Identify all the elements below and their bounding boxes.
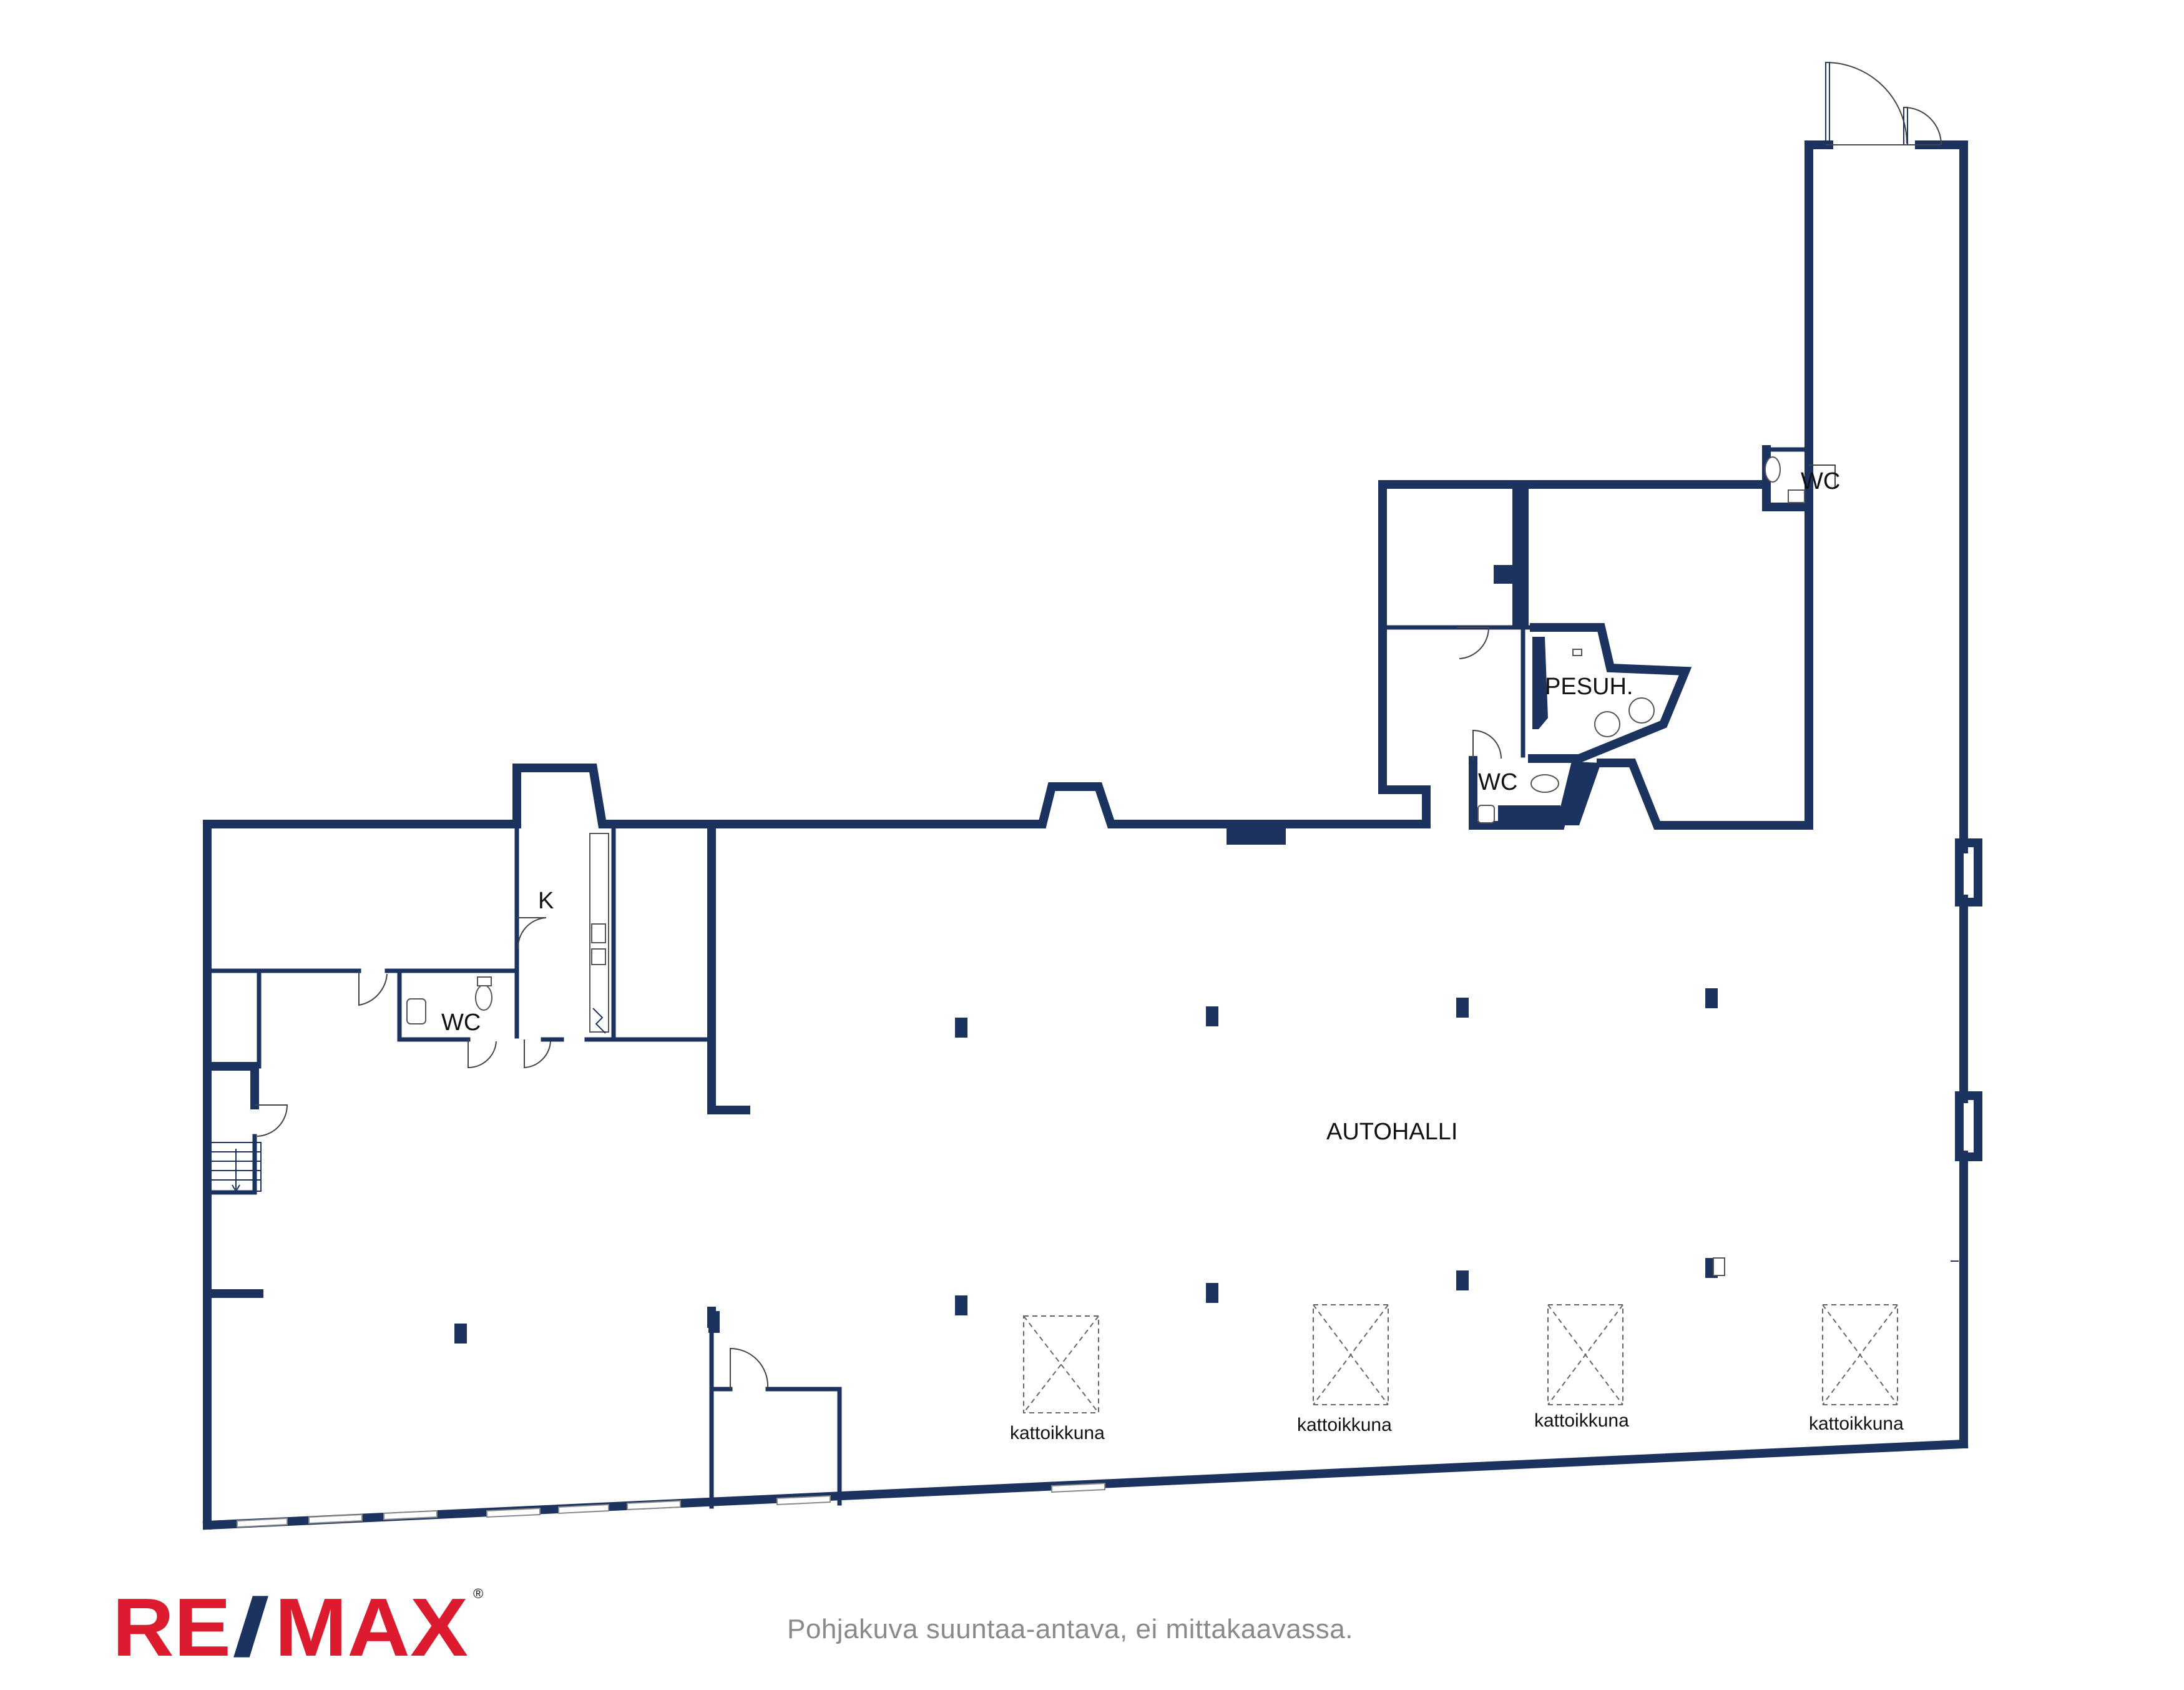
skylight-label-1: kattoikkuna (1010, 1423, 1105, 1443)
disclaimer-caption: Pohjakuva suuntaa-antava, ei mittakaavas… (787, 1614, 1353, 1644)
label-autohalli: AUTOHALLI (1326, 1119, 1457, 1145)
outer-walls (202, 140, 1969, 1530)
room-labels: AUTOHALLI K WC WC WC PESUH. (441, 468, 1840, 1145)
logo-slash: / (232, 1581, 270, 1673)
skylight-label-3: kattoikkuna (1534, 1410, 1629, 1431)
skylight-1 (1023, 1315, 1099, 1413)
right-wall-niches (1955, 838, 1982, 1161)
interior-doors (255, 627, 1502, 1389)
label-pesuh: PESUH. (1545, 674, 1633, 700)
bottom-windows (237, 1482, 1105, 1528)
staircase (210, 1142, 262, 1192)
skylight-2 (1313, 1304, 1389, 1405)
label-wc-center: WC (1478, 769, 1517, 795)
remax-logo: RE / MAX ® (112, 1581, 483, 1673)
skylight-label-4: kattoikkuna (1809, 1413, 1904, 1434)
wc-fixtures (406, 456, 1959, 1276)
logo-re: RE (112, 1581, 231, 1673)
logo-registered: ® (473, 1586, 483, 1601)
skylight-labels: kattoikkuna kattoikkuna kattoikkuna katt… (1010, 1410, 1904, 1443)
skylights (1023, 1304, 1898, 1413)
entry-double-door (1825, 62, 1942, 145)
skylight-label-2: kattoikkuna (1297, 1415, 1392, 1435)
skylight-4 (1822, 1304, 1898, 1405)
kitchen-fixtures (589, 833, 609, 1034)
logo-max: MAX (275, 1581, 468, 1673)
wall-blocks (708, 565, 1601, 1333)
label-kitchen: K (538, 888, 554, 914)
label-wc-left: WC (441, 1010, 481, 1036)
label-wc-right: WC (1801, 468, 1840, 494)
interior-walls (205, 445, 1813, 1509)
columns (454, 988, 1718, 1344)
skylight-3 (1547, 1304, 1623, 1405)
